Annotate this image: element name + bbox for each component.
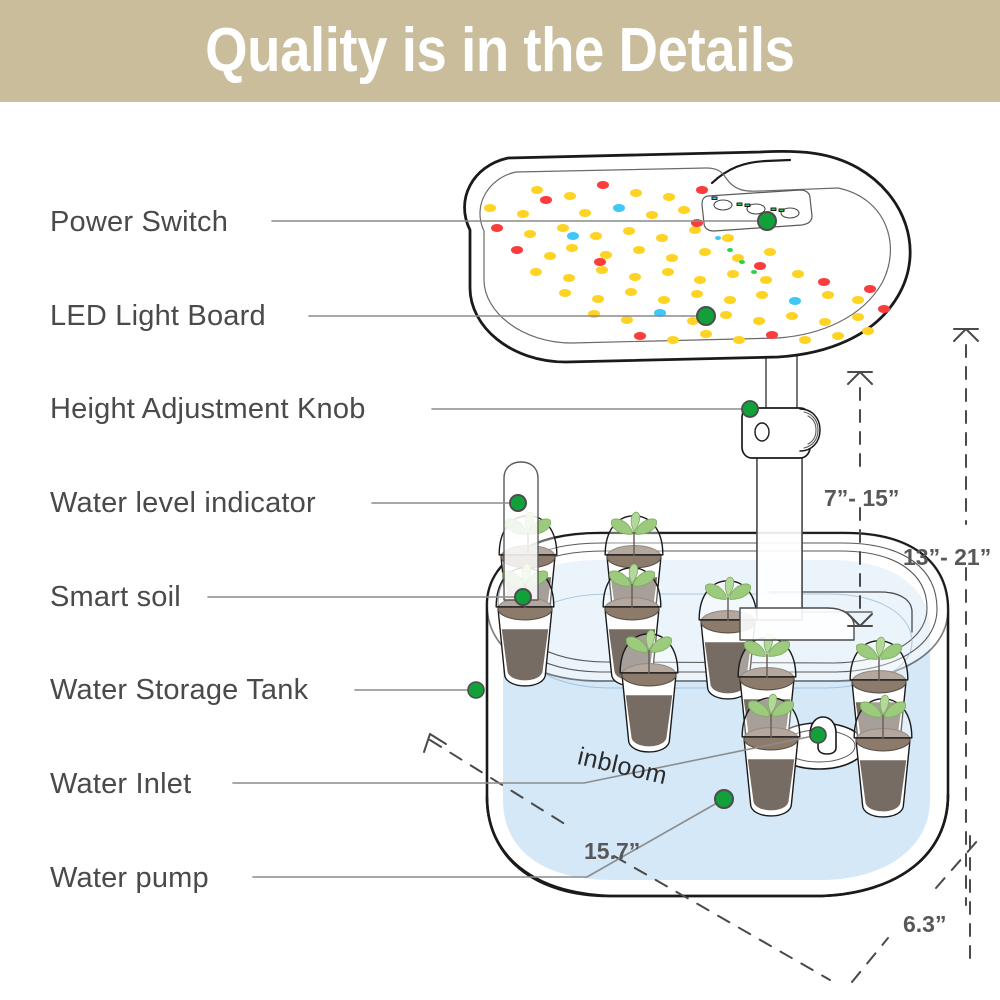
dimension-label-total-height: 13”- 21” <box>903 544 992 570</box>
header-banner: Quality is in the Details <box>0 0 1000 102</box>
callout-dot-led-light-board <box>696 306 716 326</box>
callout-dot-smart-soil <box>514 588 532 606</box>
callout-line-water-pump <box>252 798 725 878</box>
callout-dot-power-switch <box>757 211 777 231</box>
dimension-label-tank-length: 15.7” <box>584 838 641 864</box>
callout-label-water-storage-tank[interactable]: Water Storage Tank <box>50 674 309 706</box>
page-title: Quality is in the Details <box>205 16 795 85</box>
plant-pod <box>741 693 801 817</box>
callout-dots <box>467 211 827 809</box>
callout-dot-water-storage-tank <box>467 681 485 699</box>
led-dots <box>484 181 890 344</box>
callout-label-water-level-indicator[interactable]: Water level indicator <box>50 487 316 519</box>
device-illustration <box>207 149 979 983</box>
height-adjustment-knob <box>741 407 821 459</box>
panel-button-icon <box>713 199 733 211</box>
callout-label-water-pump[interactable]: Water pump <box>50 862 209 894</box>
dimension-label-light-height: 7”- 15” <box>824 485 900 511</box>
panel-button-icon <box>780 207 800 219</box>
callout-dot-water-level <box>509 494 527 512</box>
callout-label-smart-soil[interactable]: Smart soil <box>50 581 181 613</box>
callout-label-water-inlet[interactable]: Water Inlet <box>50 768 192 800</box>
callout-label-power-switch[interactable]: Power Switch <box>50 206 229 238</box>
water-level-indicator <box>503 461 539 601</box>
led-light-board <box>463 149 912 364</box>
callout-dot-height-knob <box>741 400 759 418</box>
callout-line-water-inlet <box>232 734 819 784</box>
callout-label-height-adjustment-knob[interactable]: Height Adjustment Knob <box>50 393 366 425</box>
callout-dot-water-inlet <box>809 726 827 744</box>
dimension-total-height <box>953 328 979 906</box>
callout-leader-lines <box>207 220 819 878</box>
control-panel <box>701 189 813 232</box>
dimension-label-tank-depth: 6.3” <box>903 911 947 937</box>
callout-dot-water-pump <box>714 789 734 809</box>
dimension-light-height <box>847 371 873 627</box>
callout-label-led-light-board[interactable]: LED Light Board <box>50 300 266 332</box>
plant-pod <box>853 694 913 818</box>
panel-button-icon <box>746 203 766 215</box>
plant-pod <box>619 629 679 753</box>
